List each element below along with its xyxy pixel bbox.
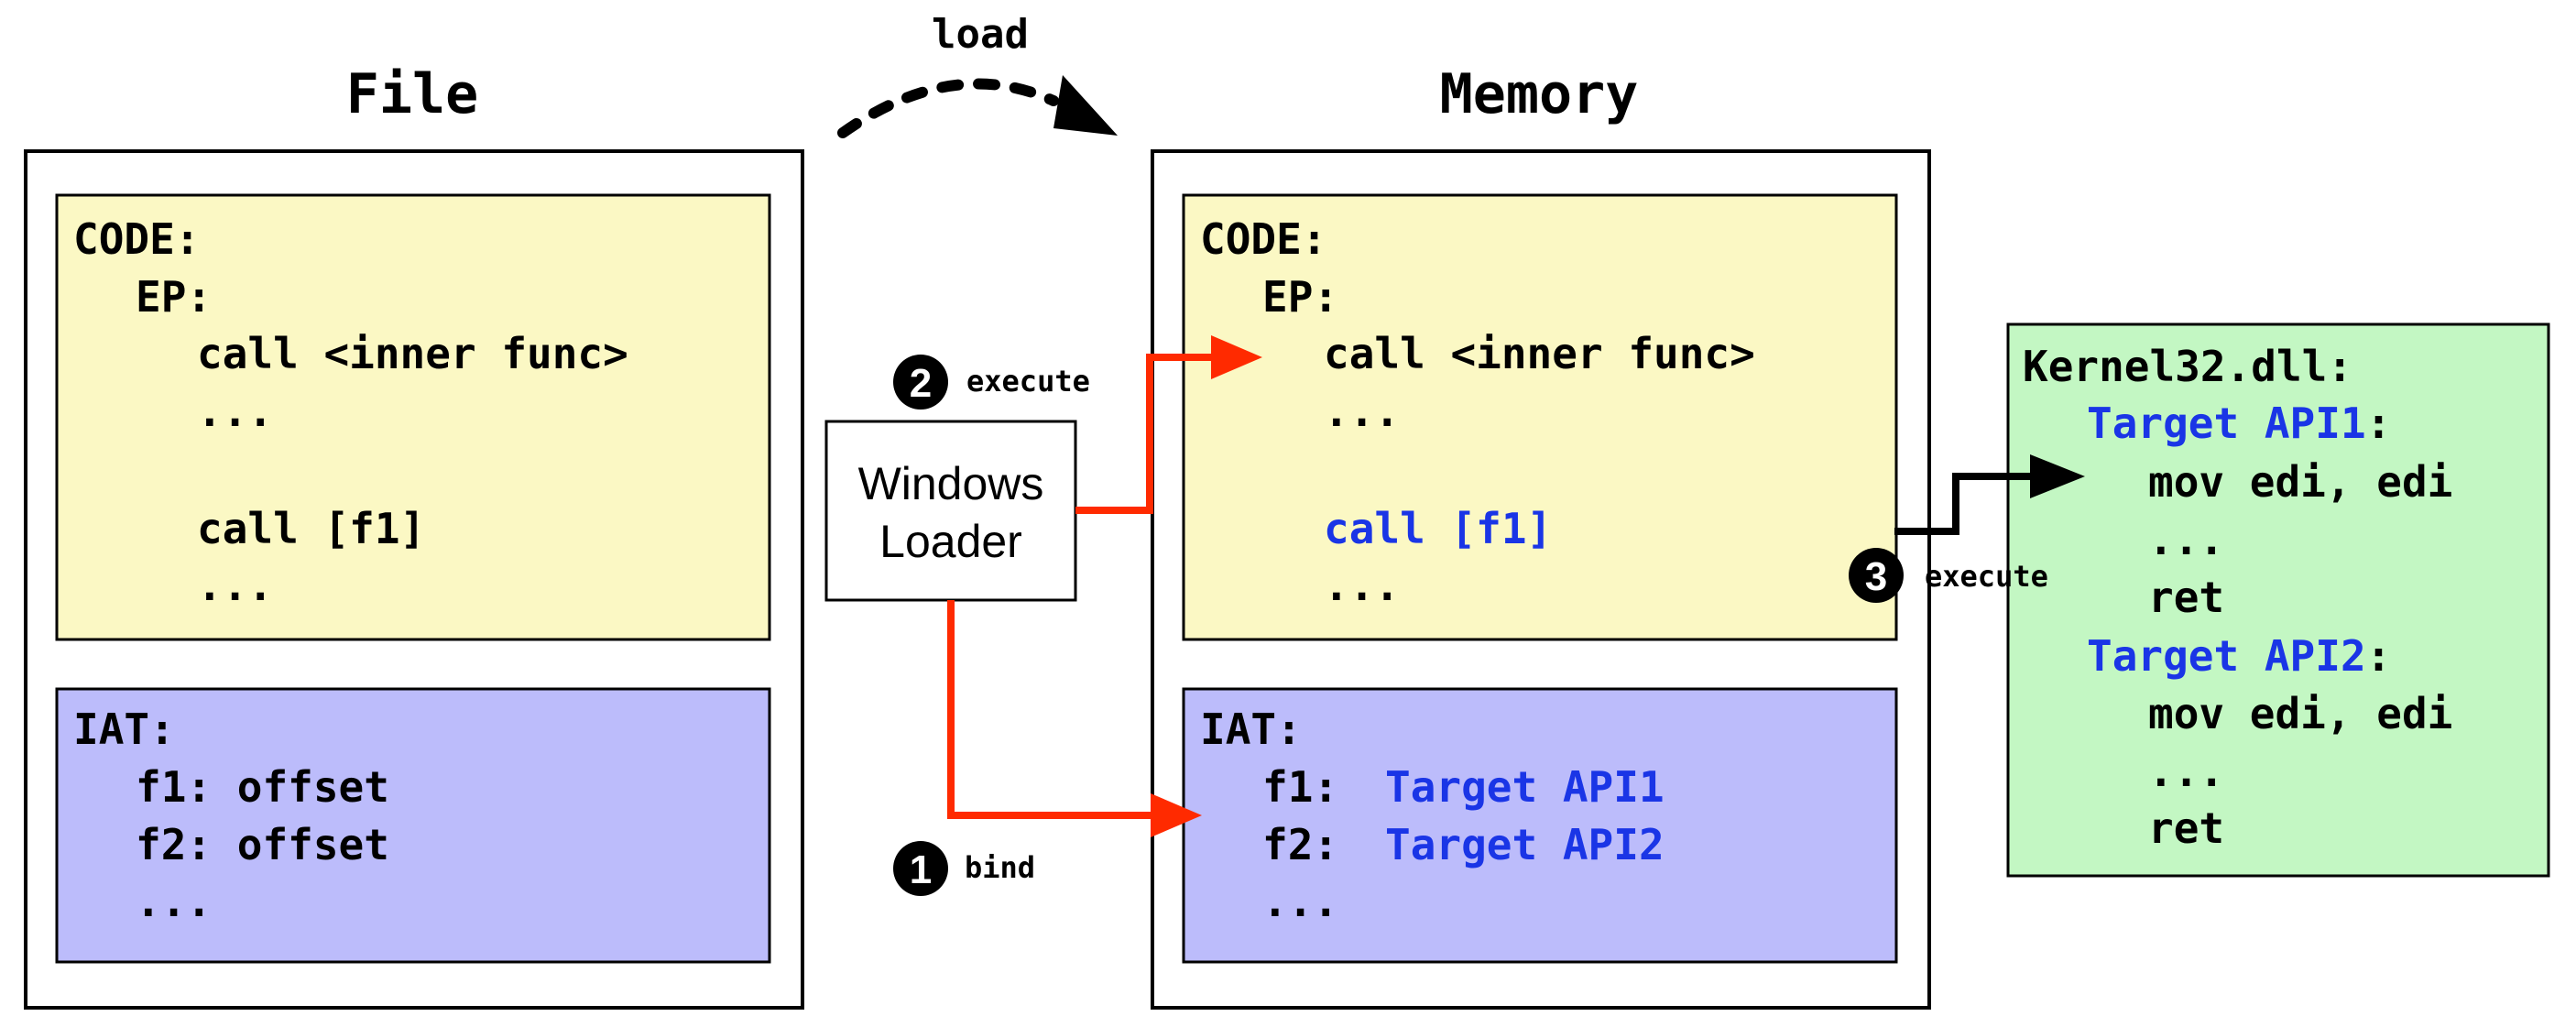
file-iat-line: ... bbox=[136, 877, 212, 926]
step-2-label: execute bbox=[966, 364, 1090, 399]
dll-api2-label: Target API2: bbox=[2087, 631, 2391, 681]
step-2-number: 2 bbox=[910, 361, 932, 406]
memory-code-line: call <inner func> bbox=[1324, 329, 1755, 378]
file-iat-line: IAT: bbox=[73, 705, 175, 754]
dll-api2-line: ... bbox=[2148, 747, 2224, 796]
memory-code-section bbox=[1182, 193, 1898, 641]
step-1-label: bind bbox=[965, 850, 1035, 885]
memory-iat-f2-value: Target API2 bbox=[1385, 820, 1665, 869]
step-1-number: 1 bbox=[910, 847, 932, 892]
file-code-section bbox=[55, 193, 771, 641]
bind-arrow-1 bbox=[947, 600, 1156, 819]
dll-title: Kernel32.dll: bbox=[2023, 342, 2352, 391]
execute-arrow-2 bbox=[1075, 354, 1218, 514]
memory-iat-f1-value: Target API1 bbox=[1385, 762, 1665, 812]
execute-arrowhead-2 bbox=[1211, 335, 1262, 379]
load-label: load bbox=[932, 11, 1029, 58]
file-iat-line: f1: offset bbox=[136, 762, 389, 812]
dll-api1-line: mov edi, edi bbox=[2148, 457, 2452, 507]
file-code-line: call <inner func> bbox=[197, 329, 628, 378]
file-iat-section bbox=[55, 687, 771, 964]
memory-iat-title: IAT: bbox=[1200, 705, 1302, 754]
memory-iat-more: ... bbox=[1262, 877, 1338, 926]
step-3-number: 3 bbox=[1865, 554, 1887, 599]
load-arrowhead bbox=[1053, 75, 1118, 136]
file-code-line: CODE: bbox=[73, 214, 200, 264]
memory-title: Memory bbox=[1440, 62, 1639, 126]
file-code-line: EP: bbox=[136, 272, 212, 322]
load-arrow bbox=[837, 78, 1059, 138]
step-1-badge bbox=[893, 841, 948, 896]
file-code-line: call [f1] bbox=[197, 504, 425, 553]
memory-code-line-highlight: call [f1] bbox=[1324, 504, 1552, 553]
memory-code-line: ... bbox=[1324, 387, 1400, 436]
memory-iat-f1-key: f1: bbox=[1262, 762, 1338, 812]
memory-iat-f2-key: f2: bbox=[1262, 820, 1338, 869]
dll-api2-line: mov edi, edi bbox=[2148, 689, 2452, 738]
file-iat-line: f2: offset bbox=[136, 820, 389, 869]
execute-arrowhead-3 bbox=[2030, 454, 2085, 498]
step-3-badge bbox=[1849, 548, 1904, 603]
file-title: File bbox=[346, 62, 479, 126]
file-code-line: ... bbox=[197, 387, 273, 436]
dll-api1-label: Target API1: bbox=[2087, 399, 2391, 448]
dll-api2-line: ret bbox=[2148, 803, 2224, 853]
step-2-badge bbox=[893, 355, 948, 410]
file-code-line: ... bbox=[197, 561, 273, 610]
memory-code-line: EP: bbox=[1262, 272, 1338, 322]
dll-api1-line: ... bbox=[2148, 515, 2224, 564]
bind-arrowhead-1 bbox=[1151, 793, 1202, 837]
windows-loader-line2: Loader bbox=[879, 516, 1022, 567]
dll-api1-line: ret bbox=[2148, 573, 2224, 622]
memory-code-line: ... bbox=[1324, 561, 1400, 610]
memory-iat-section bbox=[1182, 687, 1898, 964]
windows-loader-line1: Windows bbox=[858, 458, 1044, 509]
execute-arrow-3 bbox=[1894, 473, 2036, 535]
step-3-label: execute bbox=[1925, 559, 2048, 594]
memory-code-line: CODE: bbox=[1200, 214, 1326, 264]
kernel32-dll-panel bbox=[2006, 322, 2550, 878]
windows-loader-box bbox=[824, 420, 1077, 602]
